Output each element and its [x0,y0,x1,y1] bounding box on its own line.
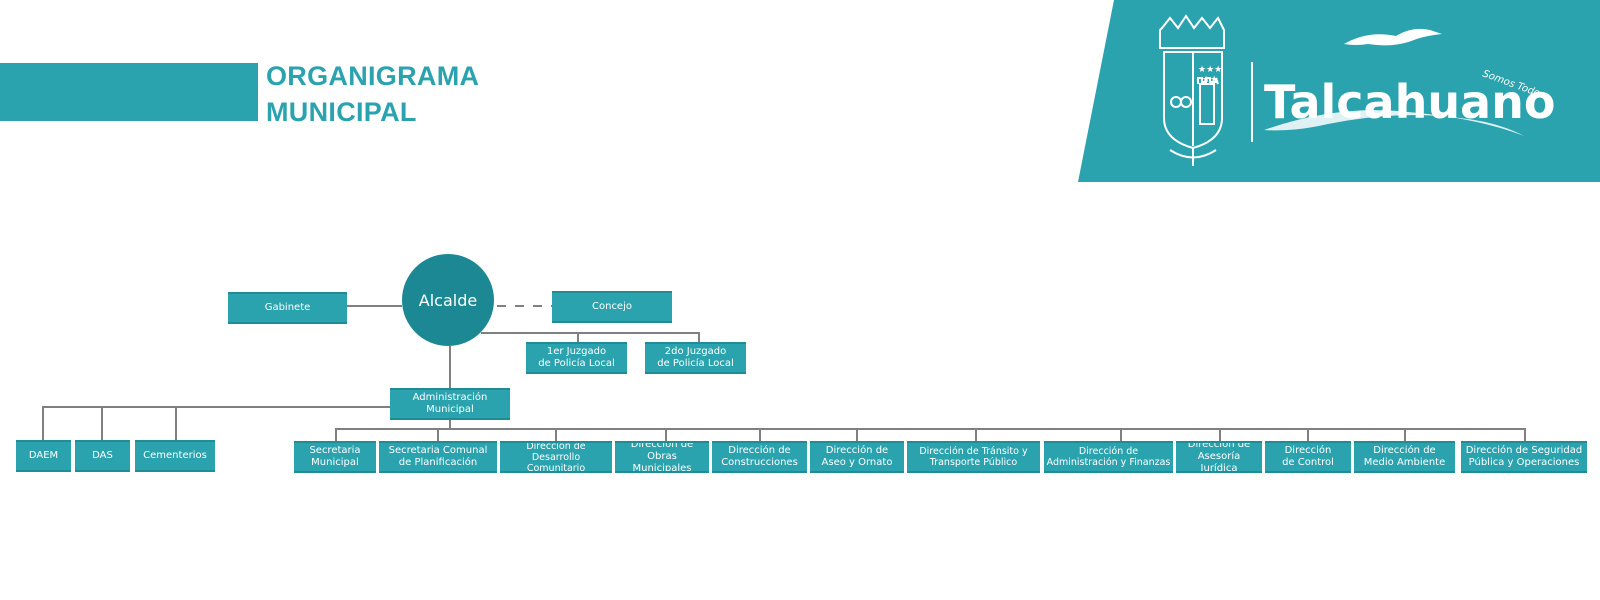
brand-wordmark: Talcahuano [1264,75,1555,129]
title-accent-bar [0,63,258,121]
node-construcciones[interactable]: Dirección de Construcciones [712,441,807,473]
node-cementerios[interactable]: Cementerios [135,440,215,472]
node-juzgado-2[interactable]: 2do Juzgado de Policía Local [645,342,746,374]
node-secretaria-municipal[interactable]: Secretaria Municipal [294,441,376,473]
node-juzgado-1[interactable]: 1er Juzgado de Policía Local [526,342,627,374]
node-transito[interactable]: Dirección de Tránsito y Transporte Públi… [907,441,1040,473]
page-title: ORGANIGRAMA MUNICIPAL [266,58,479,130]
node-dom[interactable]: Dirección de Obras Municipales [615,441,709,473]
node-alcalde[interactable]: Alcalde [402,254,494,346]
pelican-icon [1344,28,1442,46]
node-daem[interactable]: DAEM [16,440,71,472]
node-dideco[interactable]: Dirección de Desarrollo Comunitario [500,441,612,473]
node-secplan[interactable]: Secretaria Comunal de Planificación [379,441,497,473]
node-asesoria-juridica[interactable]: Dirección de Asesoría Jurídica [1176,441,1262,473]
node-gabinete[interactable]: Gabinete [228,292,347,324]
wave-swoosh [1264,110,1524,136]
node-administracion-municipal[interactable]: Administración Municipal [390,388,510,420]
coat-of-arms-icon [1159,14,1225,166]
brand-panel: ★★★ ★★ Talcahuano Somos Todos [1078,0,1600,182]
node-administracion-finanzas[interactable]: Dirección de Administración y Finanzas [1044,441,1173,473]
node-medio-ambiente[interactable]: Dirección de Medio Ambiente [1354,441,1455,473]
node-seguridad-publica[interactable]: Dirección de Seguridad Pública y Operaci… [1461,441,1587,473]
node-control[interactable]: Dirección de Control [1265,441,1351,473]
node-aseo-ornato[interactable]: Dirección de Aseo y Ornato [810,441,904,473]
node-das[interactable]: DAS [75,440,130,472]
svg-text:★★★: ★★★ [1198,65,1222,75]
node-concejo[interactable]: Concejo [552,291,672,323]
svg-text:★★: ★★ [1202,75,1218,85]
page-title-line-2: MUNICIPAL [266,97,417,127]
page-title-line-1: ORGANIGRAMA [266,61,480,91]
